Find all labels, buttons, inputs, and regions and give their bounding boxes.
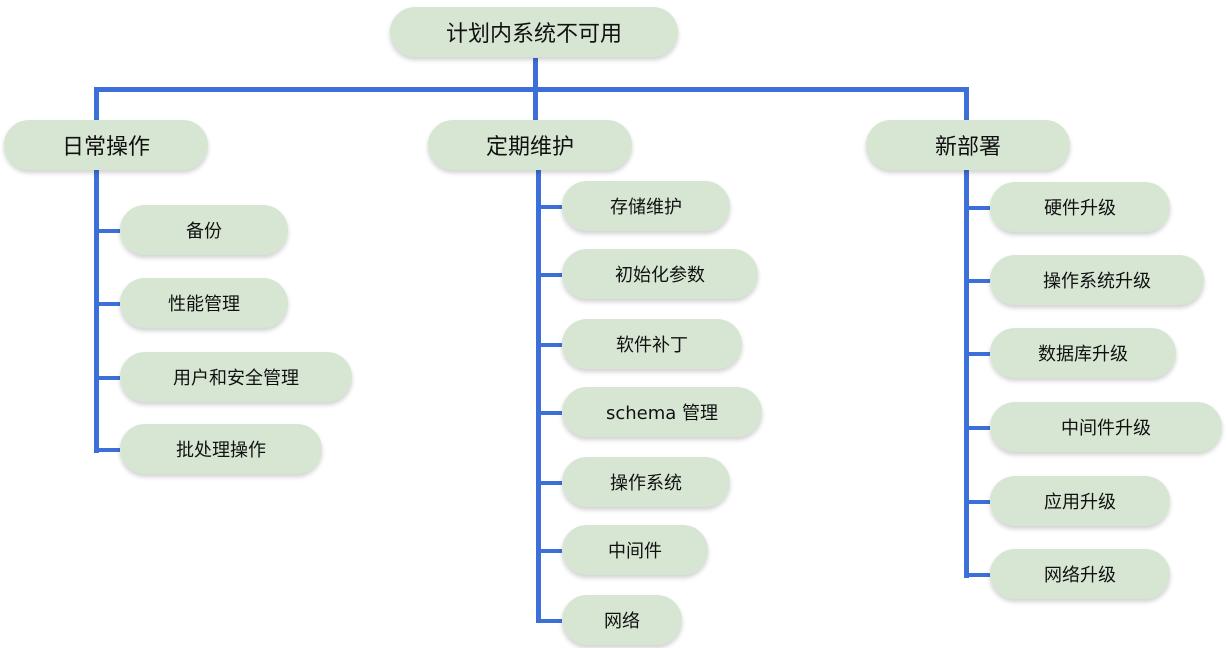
cat2-branch-6 xyxy=(536,549,562,553)
cat1-branch-2 xyxy=(94,302,120,306)
category-node-new-deployment: 新部署 xyxy=(866,120,1070,170)
cat3-branch-4 xyxy=(964,426,990,430)
cat1-drop-line xyxy=(94,87,99,121)
cat3-spine-line xyxy=(964,168,969,578)
cat2-branch-1 xyxy=(536,205,562,209)
cat3-branch-1 xyxy=(964,206,990,210)
leaf-node: 网络升级 xyxy=(990,549,1170,599)
cat1-spine-line xyxy=(94,168,99,453)
category-node-scheduled-maintenance: 定期维护 xyxy=(428,120,632,170)
leaf-node: 软件补丁 xyxy=(562,319,742,369)
leaf-node: 备份 xyxy=(120,205,288,255)
cat2-spine-line xyxy=(536,168,541,623)
leaf-node: 网络 xyxy=(562,595,682,645)
leaf-node: 应用升级 xyxy=(990,476,1170,526)
leaf-node: 操作系统 xyxy=(562,457,730,507)
cat2-branch-2 xyxy=(536,273,562,277)
cat2-branch-4 xyxy=(536,411,562,415)
leaf-node: 中间件升级 xyxy=(990,402,1222,452)
cat1-branch-4 xyxy=(94,448,120,452)
leaf-node: 批处理操作 xyxy=(120,424,322,474)
top-horizontal-bar xyxy=(94,87,968,92)
cat3-branch-2 xyxy=(964,279,990,283)
leaf-node: 初始化参数 xyxy=(562,249,758,299)
leaf-node: 性能管理 xyxy=(120,278,288,328)
leaf-node: 操作系统升级 xyxy=(990,255,1204,305)
cat3-branch-6 xyxy=(964,573,990,577)
cat2-branch-7 xyxy=(536,619,562,623)
leaf-node: 存储维护 xyxy=(562,181,730,231)
cat3-drop-line xyxy=(964,87,969,121)
cat2-branch-3 xyxy=(536,343,562,347)
cat3-branch-5 xyxy=(964,500,990,504)
leaf-node: 用户和安全管理 xyxy=(120,352,352,402)
leaf-node: 硬件升级 xyxy=(990,182,1170,232)
cat1-branch-1 xyxy=(94,229,120,233)
cat1-branch-3 xyxy=(94,376,120,380)
leaf-node: 中间件 xyxy=(562,525,708,575)
leaf-node: schema 管理 xyxy=(562,387,762,437)
cat3-branch-3 xyxy=(964,352,990,356)
leaf-node: 数据库升级 xyxy=(990,328,1176,378)
cat2-branch-5 xyxy=(536,481,562,485)
root-node: 计划内系统不可用 xyxy=(390,7,678,57)
category-node-daily-operations: 日常操作 xyxy=(4,120,208,170)
